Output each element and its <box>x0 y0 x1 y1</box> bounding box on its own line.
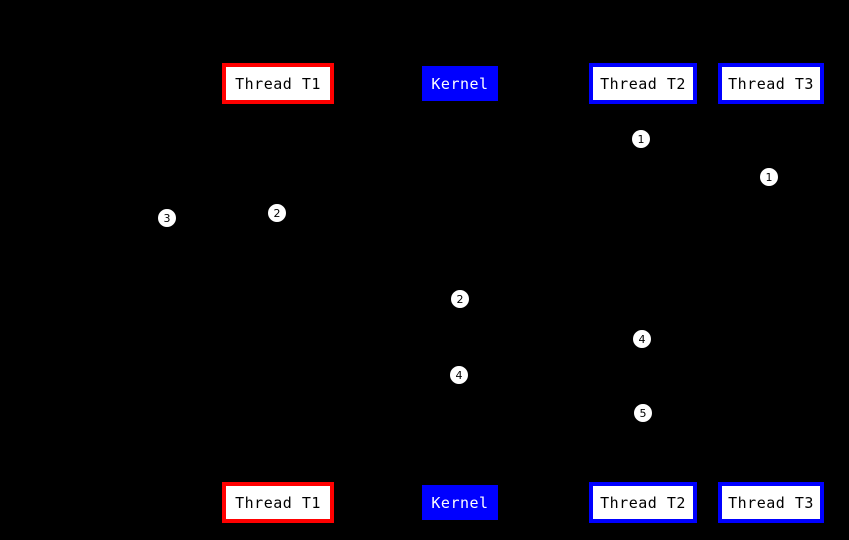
badge-t1-2: 2 <box>267 203 287 223</box>
participant-t3-bottom[interactable]: Thread T3 <box>718 482 824 523</box>
msg-3 <box>167 218 278 219</box>
participant-label: Thread T3 <box>728 493 814 512</box>
badge-kernel-2: 2 <box>450 289 470 309</box>
participant-label: Kernel <box>431 74 489 93</box>
participant-label: Kernel <box>431 493 489 512</box>
participant-t2-bottom[interactable]: Thread T2 <box>589 482 697 523</box>
badge-t2-5: 5 <box>633 403 653 423</box>
participant-label: Thread T1 <box>235 493 321 512</box>
badge-kernel-4: 4 <box>449 365 469 385</box>
msg-2 <box>460 177 771 178</box>
participant-t1-bottom[interactable]: Thread T1 <box>222 482 334 523</box>
participant-label: Thread T2 <box>600 74 686 93</box>
participant-t1-top[interactable]: Thread T1 <box>222 63 334 104</box>
participant-kernel-top[interactable]: Kernel <box>422 66 498 101</box>
msg-5 <box>278 299 460 300</box>
msg-6 <box>460 339 643 340</box>
participant-kernel-bottom[interactable]: Kernel <box>422 485 498 520</box>
badge-t3-1: 1 <box>759 167 779 187</box>
participant-t2-top[interactable]: Thread T2 <box>589 63 697 104</box>
msg-7 <box>278 375 460 376</box>
participant-label: Thread T2 <box>600 493 686 512</box>
badge-t2-4: 4 <box>632 329 652 349</box>
msg-1 <box>460 139 643 140</box>
badge-t2-1: 1 <box>631 129 651 149</box>
participant-t3-top[interactable]: Thread T3 <box>718 63 824 104</box>
badge-t1-3: 3 <box>157 208 177 228</box>
lifeline-t3 <box>771 104 772 482</box>
participant-label: Thread T3 <box>728 74 814 93</box>
lifeline-t2 <box>643 104 644 482</box>
msg-4 <box>278 213 460 214</box>
participant-label: Thread T1 <box>235 74 321 93</box>
lifeline-t1 <box>278 104 279 482</box>
msg-8 <box>460 413 643 414</box>
